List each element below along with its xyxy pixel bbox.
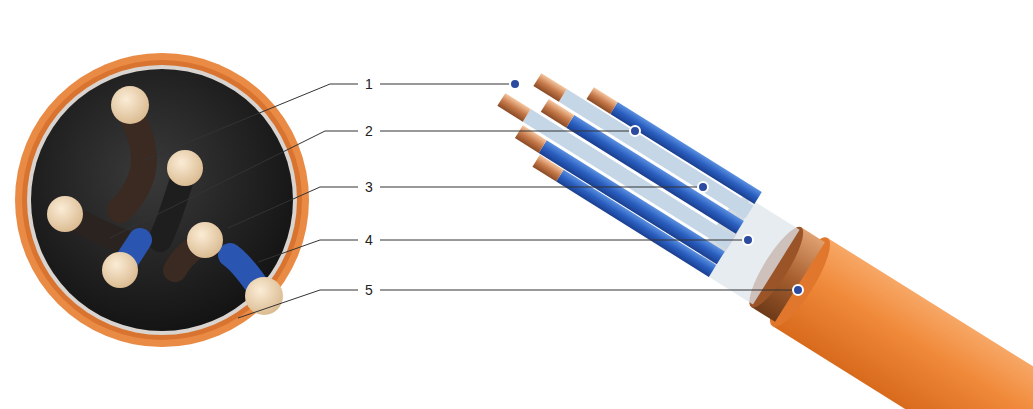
callout-number: 4 bbox=[362, 232, 376, 248]
conductor bbox=[111, 86, 149, 124]
conductor bbox=[187, 222, 223, 258]
cable-3d bbox=[476, 49, 1033, 409]
cores bbox=[480, 49, 762, 277]
callout-number: 1 bbox=[362, 76, 376, 92]
leader-dots bbox=[510, 79, 803, 295]
callout-number: 2 bbox=[362, 123, 376, 139]
screen-tape bbox=[27, 65, 297, 335]
conductor bbox=[167, 150, 203, 186]
conductor bbox=[47, 196, 83, 232]
filler bbox=[31, 69, 293, 331]
outer-sheath bbox=[15, 53, 309, 347]
cross-section bbox=[15, 53, 309, 347]
callout-number: 3 bbox=[362, 179, 376, 195]
conductor bbox=[102, 252, 138, 288]
callout-number: 5 bbox=[362, 282, 376, 298]
leader-lines bbox=[110, 84, 798, 318]
sheath-inner bbox=[22, 60, 302, 340]
